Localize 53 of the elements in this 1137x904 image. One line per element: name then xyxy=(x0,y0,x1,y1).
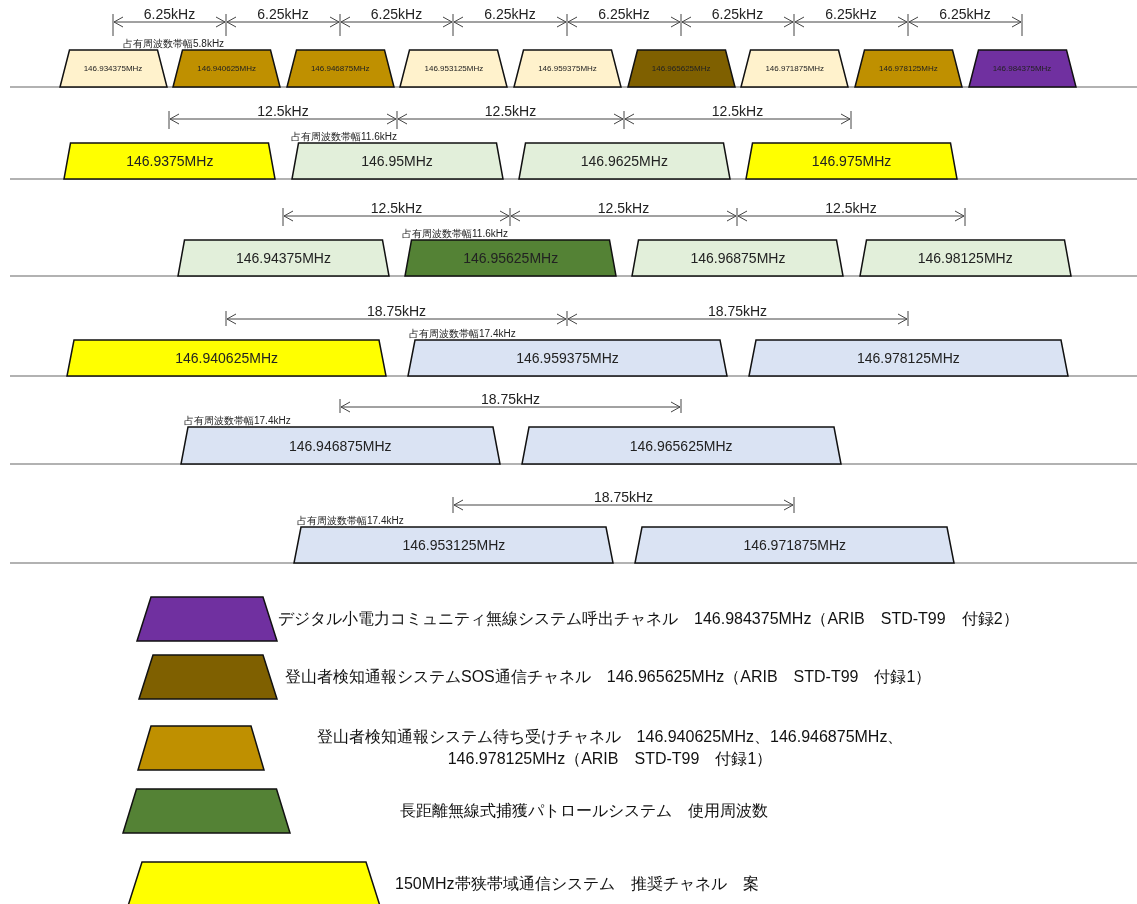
frequency-label: 146.984375MHz xyxy=(992,64,1052,73)
frequency-label: 146.96875MHz xyxy=(690,250,786,266)
frequency-label: 146.978125MHz xyxy=(879,64,938,73)
frequency-label: 146.959375MHz xyxy=(538,64,597,73)
legend-text: デジタル小電力コミュニティ無線システム呼出チャネル 146.984375MHz（ARIB STD-T99 付録2） xyxy=(278,609,1019,629)
frequency-label: 146.94375MHz xyxy=(235,250,331,266)
bandwidth-note: 占有周波数帯幅17.4kHz xyxy=(297,514,404,528)
dimension-label: 6.25kHz xyxy=(257,6,309,22)
legend-text: 登山者検知通報システム待ち受けチャネル 146.940625MHz、146.946875MHz、146.978125MHz（ARIB STD-T99 付録1） xyxy=(315,727,905,769)
bandwidth-note: 占有周波数帯幅11.6kHz xyxy=(291,130,397,144)
dimension-label: 6.25kHz xyxy=(825,6,877,22)
dimension-label: 12.5kHz xyxy=(825,200,877,216)
frequency-label: 146.953125MHz xyxy=(424,64,484,73)
dimension-label: 18.75kHz xyxy=(366,303,427,319)
dimension-label: 12.5kHz xyxy=(597,200,650,216)
dimension-label: 12.5kHz xyxy=(370,200,423,216)
frequency-label: 146.978125MHz xyxy=(857,350,960,366)
dimension-label: 18.75kHz xyxy=(707,303,768,319)
dimension-label: 6.25kHz xyxy=(484,6,536,22)
dimension-label: 6.25kHz xyxy=(711,6,764,22)
legend-text: 登山者検知通報システムSOS通信チャネル 146.965625MHz（ARIB STD-T99 付録1） xyxy=(285,667,932,687)
frequency-label: 146.953125MHz xyxy=(402,537,506,553)
dimension-label: 12.5kHz xyxy=(484,103,537,119)
frequency-label: 146.940625MHz xyxy=(197,64,256,73)
bandwidth-note: 占有周波数帯幅11.6kHz xyxy=(402,227,508,241)
frequency-label: 146.940625MHz xyxy=(175,350,278,366)
dimension-label: 12.5kHz xyxy=(257,103,309,119)
frequency-label: 146.965625MHz xyxy=(629,437,733,454)
bandwidth-note: 占有周波数帯幅5.8kHz xyxy=(123,37,225,51)
frequency-label: 146.965625MHz xyxy=(651,64,711,73)
dimension-label: 6.25kHz xyxy=(598,6,650,22)
frequency-label: 146.971875MHz xyxy=(765,64,825,73)
bandwidth-note: 占有周波数帯幅17.4kHz xyxy=(184,414,291,428)
frequency-label: 146.975MHz xyxy=(811,153,892,169)
frequency-label: 146.946875MHz xyxy=(310,64,370,73)
frequency-label: 146.95625MHz xyxy=(463,250,559,266)
frequency-label: 146.971875MHz xyxy=(743,537,847,553)
frequency-label: 146.98125MHz xyxy=(917,250,1013,266)
frequency-label: 146.95MHz xyxy=(361,153,433,169)
frequency-label: 146.9625MHz xyxy=(580,153,668,169)
dimension-label: 6.25kHz xyxy=(939,6,991,22)
dimension-label: 18.75kHz xyxy=(480,391,541,407)
dimension-label: 6.25kHz xyxy=(370,6,423,22)
frequency-label: 146.934375MHz xyxy=(83,64,143,73)
legend-text: 150MHz帯狭帯域通信システム 推奨チャネル 案 xyxy=(395,874,759,894)
dimension-label: 12.5kHz xyxy=(711,103,764,119)
bandwidth-note: 占有周波数帯幅17.4kHz xyxy=(409,327,516,341)
frequency-label: 146.9375MHz xyxy=(126,153,214,169)
dimension-label: 6.25kHz xyxy=(143,6,196,22)
dimension-label: 18.75kHz xyxy=(593,489,654,505)
frequency-label: 146.959375MHz xyxy=(516,350,619,366)
frequency-label: 146.946875MHz xyxy=(288,437,392,454)
legend-text: 長距離無線式捕獲パトロールシステム 使用周波数 xyxy=(400,801,768,821)
